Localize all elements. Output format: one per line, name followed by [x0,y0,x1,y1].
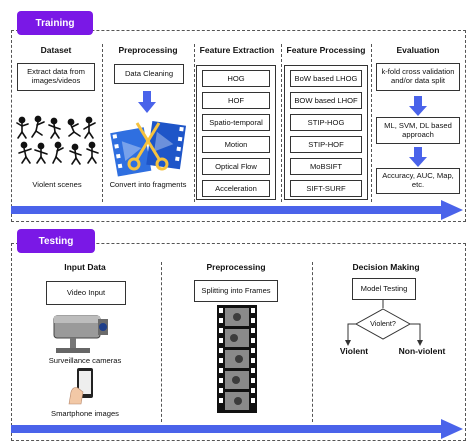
smartphone-caption: Smartphone images [51,409,119,418]
training-divider [281,44,282,202]
splitting-frames-box: Splitting into Frames [194,280,278,302]
film-strip-icon [217,305,257,413]
testing-tag: Testing [17,229,95,253]
input-data-heading: Input Data [64,262,106,272]
smartphone-icon [68,368,93,405]
non-violent-outcome: Non-violent [398,346,446,356]
surveillance-caption: Surveillance cameras [48,356,122,365]
surveillance-camera-icon [53,315,108,353]
feature-processing-item: BoW based LHOG [290,70,362,87]
model-testing-box: Model Testing [352,278,416,300]
dataset-heading: Dataset [40,45,72,55]
feature-processing-item: STIP-HOF [290,136,362,153]
training-section [11,30,466,222]
training-divider [194,44,195,202]
data-cleaning-box: Data Cleaning [114,64,184,84]
testing-preprocessing-heading: Preprocessing [206,262,266,272]
violent-outcome: Violent [339,346,369,356]
training-flow-arrow [11,200,463,220]
violent-scenes-icon [16,115,99,165]
film-fragments-icon [110,120,187,177]
feature-processing-item: STIP-HOG [290,114,362,131]
testing-divider [312,262,313,422]
testing-divider [161,262,162,422]
decision-making-heading: Decision Making [352,262,420,272]
metrics-box: Accuracy, AUC, Map, etc. [376,168,460,194]
feature-processing-item: MoBSIFT [290,158,362,175]
evaluation-heading: Evaluation [396,45,440,55]
feature-extraction-item: HOF [202,92,270,109]
testing-flow-arrow [11,419,463,439]
feature-extraction-item: Motion [202,136,270,153]
extract-data-box: Extract data from images/videos [17,63,95,91]
feature-extraction-item: Spatio-temporal [202,114,270,131]
testing-section [11,243,466,441]
down-arrow-icon [409,147,427,167]
feature-extraction-item: Acceleration [202,180,270,197]
feature-extraction-item: Optical Flow [202,158,270,175]
down-arrow-icon [409,96,427,116]
preprocessing-heading: Preprocessing [118,45,178,55]
training-divider [371,44,372,202]
convert-fragments-caption: Convert into fragments [109,180,187,189]
feature-processing-item: BOW based LHOF [290,92,362,109]
feature-processing-heading: Feature Processing [286,45,366,55]
approach-box: ML, SVM, DL based approach [376,117,460,144]
training-tag: Training [17,11,93,35]
violent-scenes-caption: Violent scenes [32,180,82,189]
feature-extraction-item: HOG [202,70,270,87]
feature-processing-stack: BoW based LHOG BOW based LHOF STIP-HOG S… [284,65,368,200]
kfold-box: k-fold cross validation and/or data spli… [376,63,460,91]
feature-processing-item: SIFT-SURF [290,180,362,197]
violent-question-label: Violent? [370,319,396,328]
decision-flow [345,300,423,346]
feature-extraction-heading: Feature Extraction [199,45,275,55]
training-divider [102,44,103,202]
video-input-box: Video Input [46,281,126,305]
feature-extraction-stack: HOG HOF Spatio-temporal Motion Optical F… [196,65,276,200]
down-arrow-icon [138,91,156,113]
